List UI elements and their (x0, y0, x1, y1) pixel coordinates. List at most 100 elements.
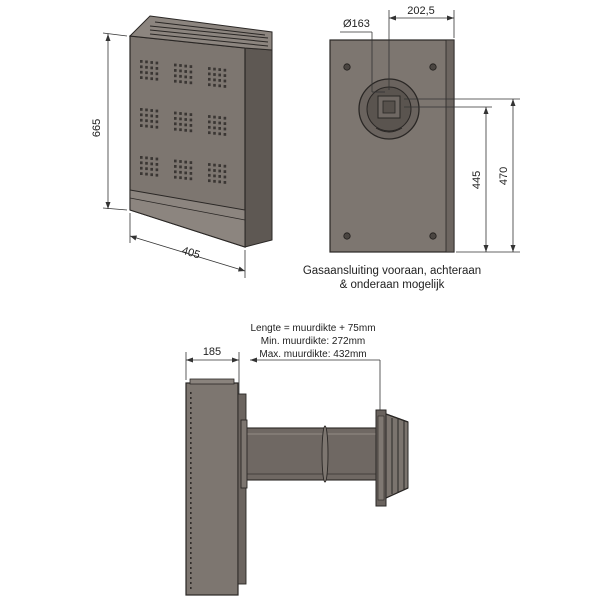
perforation-hole (140, 156, 143, 159)
heater-side-face (244, 47, 273, 248)
vent-dot (190, 532, 192, 534)
screw-icon (343, 232, 351, 240)
perforation-hole (179, 117, 182, 121)
side-view: Lengte = muurdikte + 75mm Min. muurdikte… (185, 323, 409, 596)
perforation-hole (174, 122, 177, 126)
perforation-hole (155, 61, 159, 65)
perforation-hole (179, 112, 182, 115)
perforation-hole (218, 121, 221, 125)
vent-dot (190, 487, 192, 489)
perforation-hole (179, 128, 182, 132)
vent-dot (190, 437, 192, 439)
top-grille (149, 21, 269, 47)
vent-dot (190, 397, 192, 399)
perforation-hole (218, 84, 221, 88)
perforation-hole (174, 127, 177, 131)
width-dimension: 405 (129, 213, 246, 278)
perforation-hole (184, 176, 187, 180)
vent-dot (190, 412, 192, 414)
perforation-hole (213, 121, 216, 124)
perforation-hole (213, 115, 216, 119)
perforation-hole (174, 74, 177, 78)
vent-dot (190, 497, 192, 499)
perforation-hole (140, 113, 143, 117)
perforation-hole (179, 165, 182, 169)
perforation-hole (145, 113, 148, 117)
heater-side-body (185, 382, 239, 596)
perforation-hole (213, 174, 216, 178)
perforation-hole (218, 73, 221, 77)
perforation-hole (213, 169, 216, 172)
perforation-hole (145, 65, 148, 69)
vent-dot (190, 452, 192, 454)
perforation-hole (208, 168, 211, 172)
perforation-hole (174, 175, 177, 179)
perforation-hole (189, 118, 193, 122)
vent-dot (190, 552, 192, 554)
perforation-hole (174, 159, 177, 163)
width-label: 405 (180, 245, 201, 262)
height-dimension: 665 (91, 32, 128, 211)
perforation-hole (189, 81, 193, 85)
perforation-hole (179, 74, 182, 78)
length-dimension (250, 357, 381, 420)
vent-dot (190, 457, 192, 459)
perforation-hole (208, 163, 211, 166)
perforation-hole (208, 77, 211, 81)
perforation-pattern (140, 60, 227, 184)
perforation-hole (189, 172, 193, 175)
height-470-label: 470 (498, 167, 510, 185)
perforation-hole (189, 166, 193, 170)
perforation-hole (145, 108, 148, 112)
heater-side-top (189, 378, 235, 385)
perforation-hole (140, 161, 143, 165)
perforation-hole (174, 117, 177, 120)
perforation-hole (208, 179, 211, 183)
perforation-hole (179, 160, 182, 163)
vent-dot (190, 557, 192, 559)
vent-dot (190, 577, 192, 579)
length-note-line1: Lengte = muurdikte + 75mm (250, 323, 375, 334)
perforation-hole (213, 67, 216, 71)
height-dimensions: 445 470 (404, 98, 520, 253)
heater-top-face (128, 15, 273, 51)
perforation-hole (213, 73, 216, 76)
perforation-hole (184, 80, 187, 84)
perforation-hole (184, 171, 187, 175)
vent-dot (190, 467, 192, 469)
perforation-hole (213, 126, 216, 130)
perforation-hole (218, 164, 221, 167)
terminal-grille (375, 409, 409, 507)
perforation-hole (150, 162, 153, 166)
rear-panel (329, 39, 455, 253)
rear-view: Ø163 202,5 445 470 Gasaansluiting vooraa… (303, 5, 520, 291)
perforation-hole (184, 128, 187, 132)
perforation-hole (145, 124, 148, 128)
perforation-hole (189, 76, 193, 79)
perforation-hole (218, 79, 221, 82)
perforation-hole (223, 116, 227, 120)
perforation-hole (189, 70, 193, 74)
perforation-hole (223, 133, 227, 136)
perforation-hole (218, 180, 221, 184)
perforation-hole (189, 113, 193, 116)
vent-dot (190, 422, 192, 424)
perforation-hole (145, 76, 148, 80)
vent-dot (190, 542, 192, 544)
vent-dot (190, 572, 192, 574)
height-445-label: 445 (471, 171, 483, 189)
side-vent-dots (190, 392, 192, 589)
perforation-hole (140, 60, 143, 63)
screw-icon (343, 63, 351, 71)
perforation-hole (155, 115, 159, 118)
vent-dot (190, 447, 192, 449)
perforation-hole (213, 163, 216, 167)
depth-label: 185 (203, 346, 221, 358)
perforation-hole (140, 76, 143, 79)
perforation-hole (218, 116, 221, 119)
perforation-hole (150, 77, 153, 81)
perforation-hole (223, 164, 227, 168)
gas-connection-note-line1: Gasaansluiting vooraan, achteraan (303, 265, 481, 277)
perforation-hole (155, 120, 159, 124)
perforation-hole (150, 66, 153, 70)
